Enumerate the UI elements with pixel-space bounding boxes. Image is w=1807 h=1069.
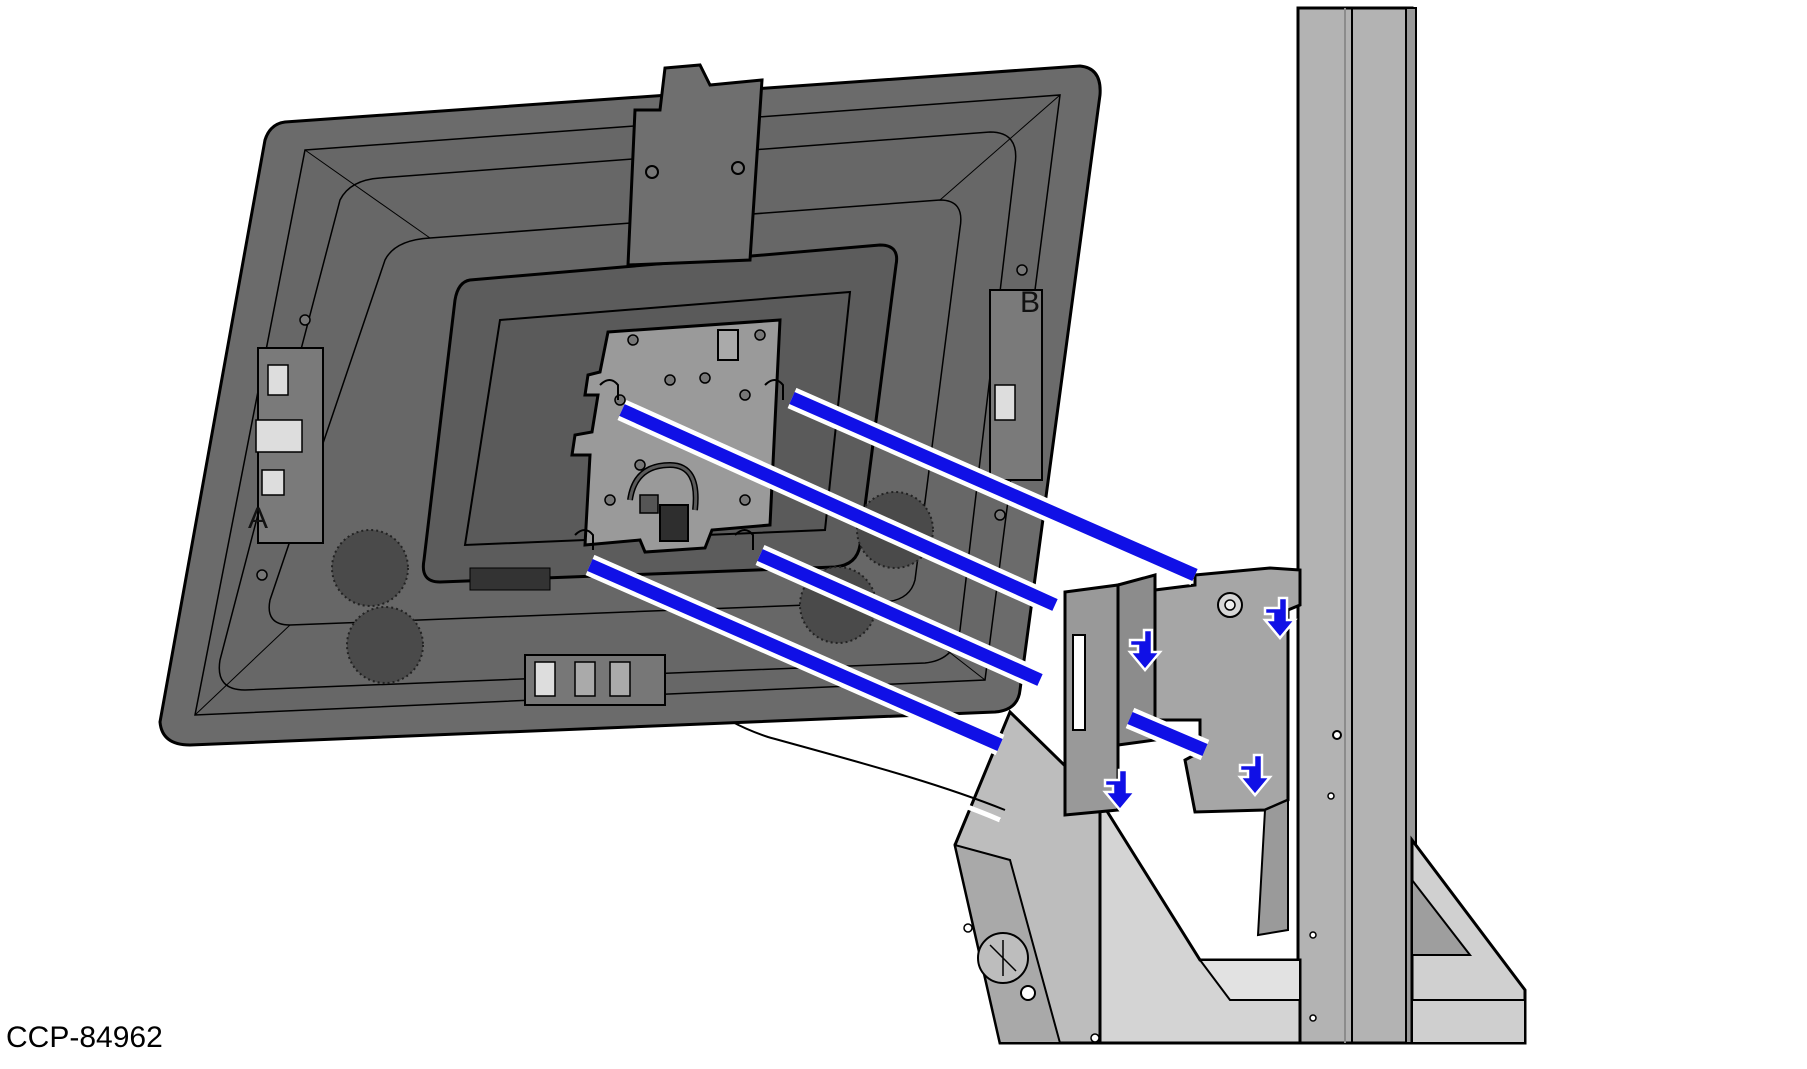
slot-arrows (1102, 596, 1298, 812)
stand-base (1410, 835, 1527, 1045)
figure-id-label: CCP-84962 (6, 1021, 163, 1054)
guide-line-4 (585, 554, 1005, 756)
pole-bracket (1063, 566, 1302, 937)
callout-b: B (1020, 286, 1040, 319)
alignment-guides (585, 387, 1210, 761)
guide-line-1 (787, 387, 1200, 586)
mount-arm (953, 709, 1302, 1045)
guide-line-2 (617, 399, 1060, 616)
guide-line-3 (755, 544, 1045, 691)
callout-a: A (248, 502, 268, 535)
vertical-pole (1296, 6, 1417, 1045)
arrow-down-icon (1237, 753, 1273, 797)
arrow-down-icon (1262, 596, 1298, 640)
arrow-down-icon (1127, 628, 1163, 672)
guide-line-5 (1125, 707, 1210, 761)
arrow-down-icon (1102, 768, 1138, 812)
